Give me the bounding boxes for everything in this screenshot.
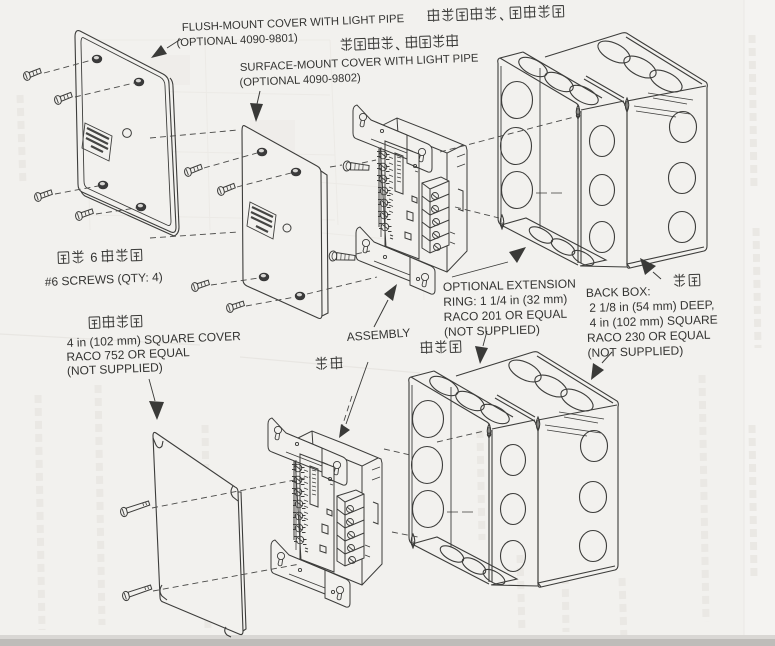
svg-text:(NOT SUPPLIED): (NOT SUPPLIED) [444,322,540,339]
svg-text:(NOT SUPPLIED): (NOT SUPPLIED) [67,360,163,378]
svg-text:#6 SCREWS (QTY: 4): #6 SCREWS (QTY: 4) [45,270,164,289]
svg-text:4 in (102 mm) SQUARE COVER: 4 in (102 mm) SQUARE COVER [67,329,242,350]
svg-text:OPTIONAL EXTENSION: OPTIONAL EXTENSION [443,277,576,294]
svg-text:(OPTIONAL 4090-9802): (OPTIONAL 4090-9802) [239,72,361,89]
svg-text:(OPTIONAL 4090-9801): (OPTIONAL 4090-9801) [176,32,298,49]
svg-text:RACO 201 OR EQUAL: RACO 201 OR EQUAL [443,307,567,324]
svg-text:RACO 752 OR EQUAL: RACO 752 OR EQUAL [66,345,190,364]
svg-text:RACO 230 OR EQUAL: RACO 230 OR EQUAL [587,328,711,345]
svg-text:RING: 1 1/4 in (32 mm): RING: 1 1/4 in (32 mm) [443,292,567,309]
svg-text:2 1/8 in (54 mm) DEEP,: 2 1/8 in (54 mm) DEEP, [589,298,714,315]
svg-text:BACK BOX:: BACK BOX: [586,284,651,300]
svg-text:4 in (102 mm) SQUARE: 4 in (102 mm) SQUARE [589,313,717,330]
svg-text:ASSEMBLY: ASSEMBLY [346,326,411,344]
svg-text:6: 6 [90,250,98,265]
svg-text:(NOT SUPPLIED): (NOT SUPPLIED) [587,343,683,360]
